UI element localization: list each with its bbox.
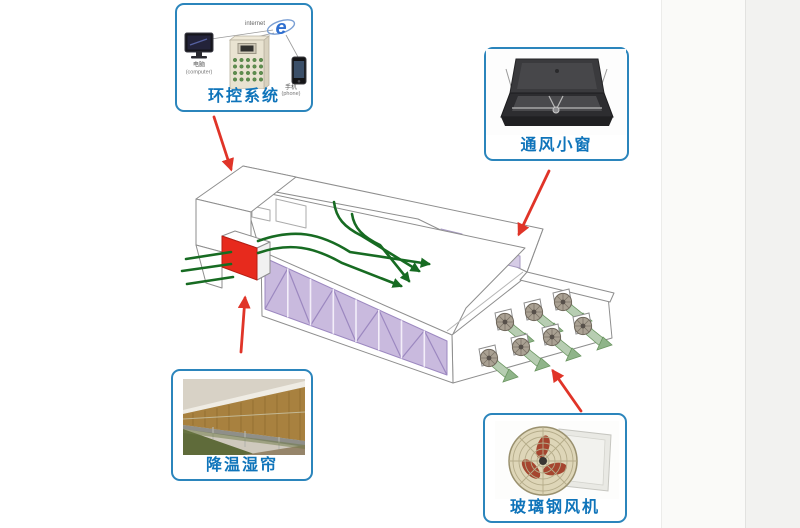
pointer-arrow-ventwindow-to-roof: [517, 169, 551, 237]
control-system-caption: 环控系统: [207, 88, 280, 105]
computer-monitor-icon: [184, 32, 214, 59]
computer-label: 电脑: [193, 61, 205, 69]
controller-box-icon: [228, 35, 271, 89]
cooling-pad-caption: 降温湿帘: [205, 457, 278, 474]
phone-sublabel: (phone): [281, 91, 301, 97]
poultry-house-building: [195, 165, 615, 384]
page-margin: [661, 0, 746, 528]
phone-label: 手机: [284, 85, 297, 91]
callout-exhaust-fan: 玻璃钢风机: [483, 413, 627, 523]
exhaust-fan-caption: 玻璃钢风机: [509, 499, 600, 516]
pointer-arrow-control-to-building: [212, 115, 234, 172]
callout-control-system: e internet 电脑 (computer): [175, 3, 313, 112]
page-margin-edge: [745, 0, 800, 528]
vent-window-photo: [486, 49, 626, 135]
smartphone-icon: [291, 56, 307, 85]
internet-explorer-icon: e: [266, 17, 296, 39]
callout-cooling-pad: 降温湿帘: [171, 369, 313, 481]
pointer-arrow-coolingpad-to-inlet: [237, 295, 251, 354]
cooling-pad-photo: [183, 379, 305, 455]
internet-label: internet: [245, 21, 265, 27]
phone-label-block: 手机 (phone): [274, 82, 308, 97]
side-wall-windows: [264, 257, 448, 376]
vent-window-caption: 通风小窗: [520, 137, 593, 154]
pointer-arrows: [212, 115, 583, 413]
pointer-arrow-fanphoto-to-fans: [551, 368, 583, 413]
control-system-art: e internet 电脑 (computer): [184, 17, 307, 89]
airflow-arrows: [180, 200, 432, 288]
svg-text:e: e: [275, 17, 286, 39]
computer-sublabel: (computer): [186, 70, 213, 76]
callout-vent-window: 通风小窗: [484, 47, 629, 161]
exhaust-fan-photo: [495, 421, 619, 499]
